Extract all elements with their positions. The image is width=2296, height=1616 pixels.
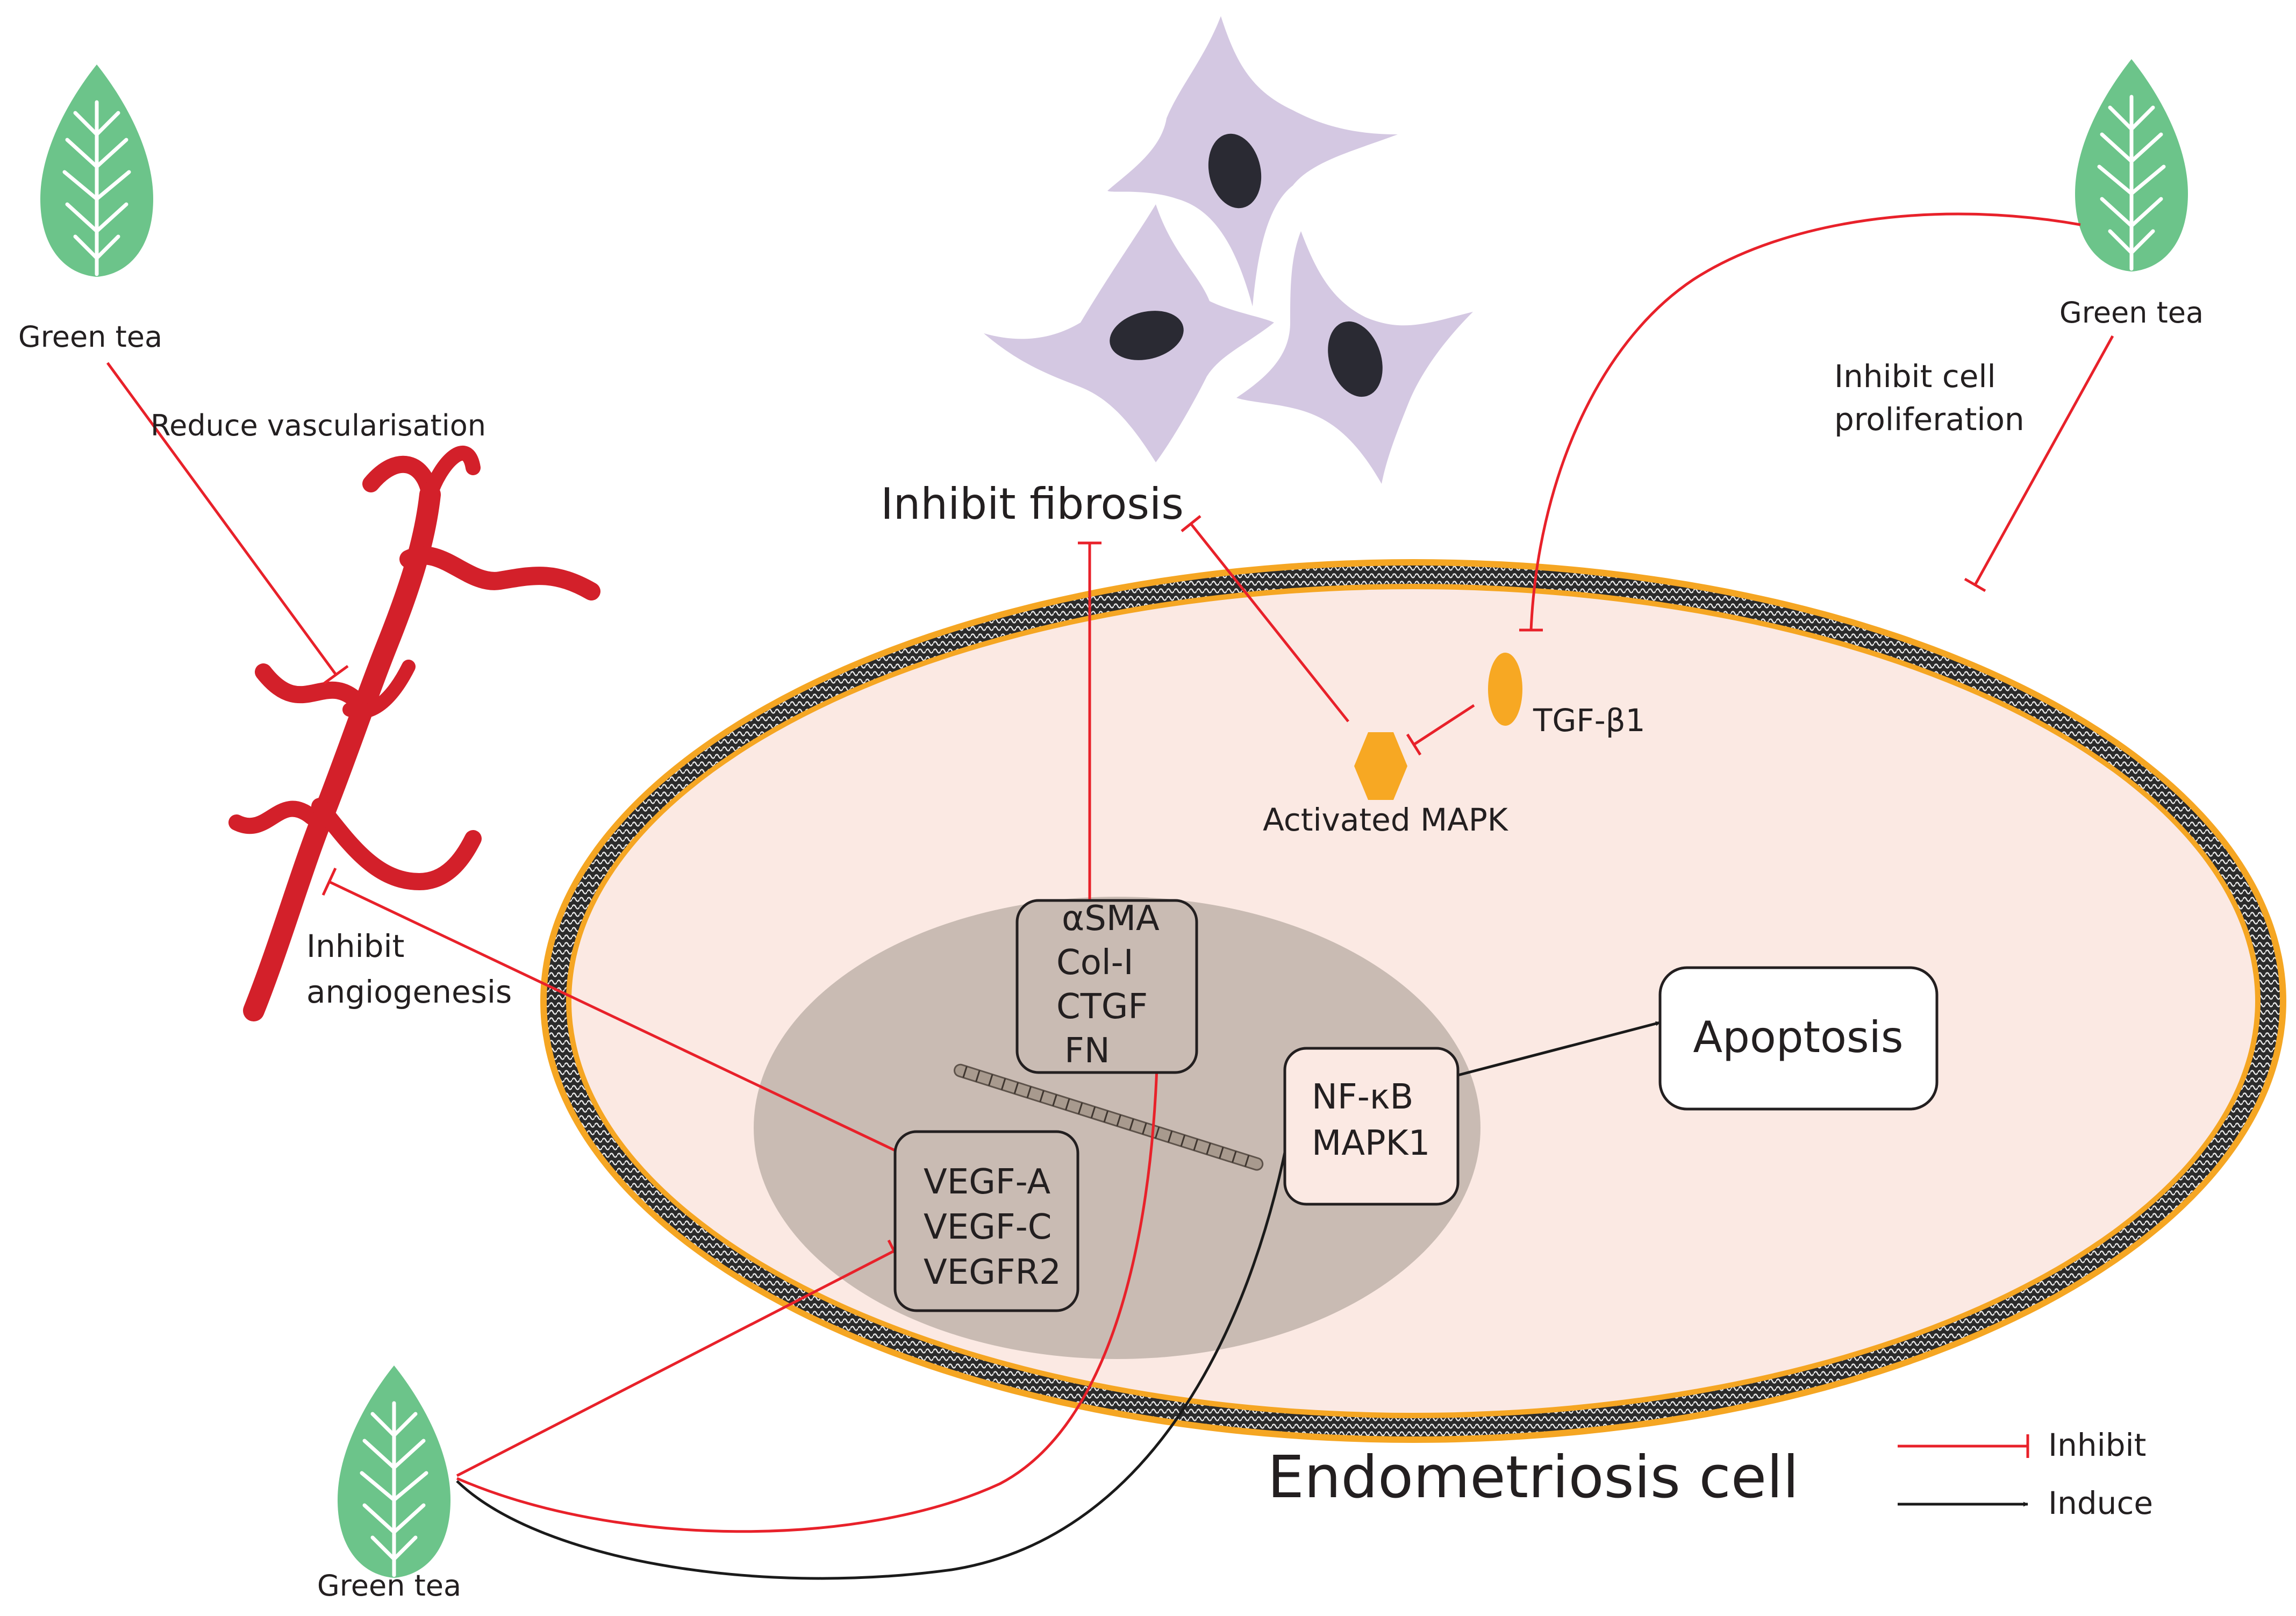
nfkb-box [1283, 1047, 1460, 1206]
dna-icon [953, 1063, 1264, 1171]
inhibit-line-mapk-fibrosis [1190, 523, 1349, 723]
inhibit-line-tea-tgf [1529, 212, 2081, 631]
inhibit-line-tgf-mapk [1413, 704, 1475, 746]
green-tea-label-topright: Green tea [2059, 296, 2204, 330]
leaf-icon [40, 65, 153, 277]
inhibit-proliferation-label-line1: Inhibit cell [1834, 358, 1996, 395]
apoptosis-label: Apoptosis [1693, 1012, 1903, 1062]
inhibit-line-tea-fibrosis-markers [456, 1067, 1158, 1533]
inhibit-bar [323, 664, 349, 685]
vegfr2-label: VEGFR2 [924, 1253, 1061, 1292]
blood-vessel-icon [228, 446, 600, 1021]
inhibit-bar [1181, 515, 1201, 532]
inhibit-bar [1964, 577, 1986, 592]
induce-line-tea-nfkb [456, 1110, 1295, 1580]
vegf-a-label: VEGF-A [924, 1162, 1050, 1202]
fibroblast-cell-icon [1236, 231, 1473, 484]
inhibit-bar [1406, 733, 1422, 756]
leaf-icon [2075, 59, 2188, 271]
fibroblast-cell-icon [984, 204, 1274, 462]
cell-title: Endometriosis cell [1268, 1444, 1799, 1511]
mapk1-label: MAPK1 [1312, 1124, 1430, 1163]
inhibit-angiogenesis-label-line2: angiogenesis [306, 974, 512, 1010]
inhibit-fibrosis-label: Inhibit fibrosis [881, 479, 1184, 529]
fibroblast-cell-icon [1107, 16, 1398, 306]
inhibit-line-proliferation [1973, 335, 2114, 586]
inhibit-bar [321, 867, 337, 896]
vegf-box [893, 1130, 1079, 1312]
apoptosis-box [1658, 966, 1939, 1111]
fibrosis-marker-asma: αSMA [1062, 899, 1160, 939]
vegf-c-label: VEGF-C [924, 1207, 1052, 1247]
green-tea-label-topleft: Green tea [18, 320, 162, 354]
green-tea-label-bottom: Green tea [317, 1569, 461, 1603]
legend-inhibit-label: Inhibit [2048, 1427, 2146, 1463]
inhibit-line-tea-vegf [456, 1249, 895, 1477]
induce-line-nfkb-apoptosis [1457, 1021, 1661, 1077]
tgf-receptor-icon [1488, 653, 1522, 726]
legend-induce-label: Induce [2048, 1485, 2153, 1521]
endometriosis-cell [540, 559, 2286, 1443]
inhibit-line-angiogenesis [328, 880, 896, 1152]
fibrosis-marker-col1: Col-I [1056, 943, 1134, 983]
induce-connections [456, 1021, 2028, 1580]
leaf-icon [338, 1365, 450, 1578]
mapk-hexagon-icon [1354, 732, 1407, 800]
fibrosis-marker-ctgf: CTGF [1056, 987, 1148, 1027]
activated-mapk-label: Activated MAPK [1263, 802, 1509, 838]
inhibit-angiogenesis-label-line1: Inhibit [306, 928, 404, 964]
fibrosis-markers-box [1015, 899, 1198, 1074]
reduce-vascularisation-label: Reduce vascularisation [151, 409, 486, 442]
tgf-label: TGF-β1 [1533, 702, 1646, 739]
inhibit-proliferation-label-line2: proliferation [1834, 401, 2025, 438]
inhibit-line-vascularisation [106, 362, 338, 676]
nfkb-label: NF-κB [1312, 1077, 1413, 1117]
fibrosis-marker-fn: FN [1064, 1031, 1110, 1071]
